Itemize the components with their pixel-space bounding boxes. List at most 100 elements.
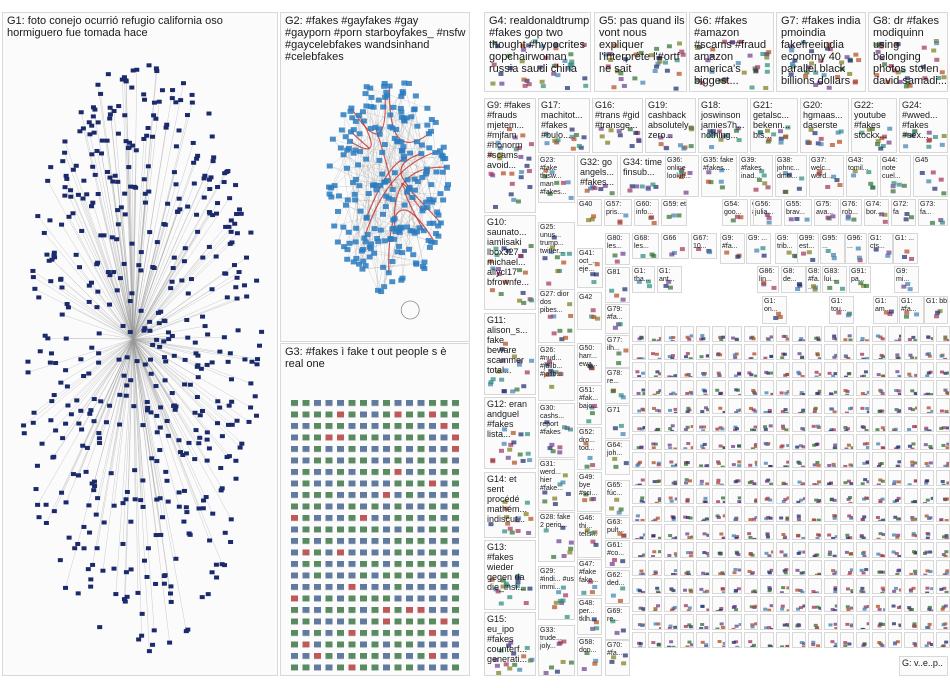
cluster-graph-minor — [893, 445, 901, 449]
node-marker — [128, 378, 134, 383]
node-marker — [160, 515, 166, 520]
cluster-graph-g24 — [903, 129, 947, 149]
cluster-graph-minor — [636, 445, 644, 449]
cluster-panel-minor — [904, 434, 918, 450]
node-marker — [529, 358, 535, 363]
node-marker — [435, 212, 442, 218]
node-marker — [117, 422, 123, 427]
cluster-label-g27: G27: dior dos pibes... — [540, 291, 569, 314]
node-marker — [861, 283, 867, 288]
cluster-graph-minor — [860, 515, 867, 521]
node-marker — [414, 179, 421, 185]
node-marker — [524, 370, 530, 375]
node-marker — [699, 337, 704, 341]
node-marker — [560, 598, 566, 603]
node-marker — [929, 643, 933, 647]
node-marker — [224, 295, 230, 300]
node-marker — [627, 127, 633, 132]
cluster-label-g99: G99: est... — [799, 235, 815, 250]
node-marker — [217, 349, 223, 354]
node-marker — [668, 446, 673, 449]
edge — [122, 338, 134, 544]
cluster-graph-minor — [780, 424, 789, 431]
node-marker — [103, 420, 109, 425]
node-marker — [375, 97, 382, 103]
cluster-panel-minor — [920, 470, 934, 486]
node-marker — [848, 571, 853, 575]
node-marker — [676, 71, 682, 76]
node-marker — [503, 368, 509, 373]
cluster-graph-g58 — [581, 651, 599, 672]
cluster-panel-g67: G67: 10... — [691, 233, 717, 259]
node-marker — [932, 135, 938, 140]
node-marker — [90, 200, 96, 205]
cluster-graph-minor — [894, 389, 901, 395]
cluster-graph-minor — [847, 568, 853, 575]
node-marker — [362, 239, 369, 245]
cluster-graph-minor — [683, 442, 693, 449]
node-marker — [94, 305, 100, 310]
cluster-panel-minor — [920, 326, 934, 342]
node-marker — [394, 469, 402, 475]
node-marker — [348, 503, 356, 510]
node-marker — [654, 352, 659, 356]
cluster-panel-g91: G91: pa... — [849, 266, 871, 293]
node-marker — [204, 437, 210, 442]
node-marker — [843, 338, 848, 341]
edge — [132, 138, 145, 340]
node-marker — [748, 552, 753, 556]
node-marker — [452, 503, 459, 510]
node-marker — [124, 594, 130, 599]
cluster-panel-minor — [744, 362, 758, 378]
cluster-graph-minor — [876, 552, 885, 557]
node-marker — [142, 97, 148, 102]
cluster-label-g18: G18: joswinson jamies7h... nothing... — [701, 100, 745, 140]
node-marker — [686, 570, 691, 574]
edge — [132, 277, 238, 340]
node-marker — [926, 352, 931, 356]
node-marker — [101, 520, 107, 525]
node-marker — [707, 250, 713, 255]
node-marker — [146, 63, 152, 68]
cluster-graph-g61 — [609, 558, 626, 566]
cluster-label-g62: G62: ded... — [607, 572, 625, 587]
node-marker — [826, 42, 832, 47]
cluster-panel-g21: G21: getalsc... bekenn... bis... — [750, 98, 798, 153]
cluster-label-g6: G6: #fakes #amazon #scams #fraud amazon … — [694, 15, 767, 87]
cluster-graph-minor — [911, 550, 917, 555]
cluster-graph-minor — [877, 570, 885, 574]
node-marker — [721, 591, 725, 593]
node-marker — [879, 390, 884, 394]
cluster-graph-minor — [860, 337, 869, 341]
cluster-panel-g39: G39: #fakes inad... — [739, 155, 773, 197]
cluster-panel-minor — [776, 362, 790, 378]
node-marker — [302, 584, 310, 590]
cluster-panel-minor — [712, 398, 726, 414]
node-marker — [720, 496, 725, 500]
cluster-graph-g16 — [598, 126, 642, 149]
node-marker — [126, 165, 132, 170]
cluster-graph-minor — [828, 622, 837, 629]
cluster-panel-minor — [792, 326, 806, 342]
node-marker — [404, 177, 411, 183]
node-marker — [325, 595, 333, 602]
node-marker — [429, 549, 436, 556]
node-marker — [907, 83, 913, 88]
node-marker — [688, 144, 694, 149]
node-marker — [888, 64, 894, 69]
node-marker — [440, 584, 448, 590]
node-marker — [452, 630, 459, 636]
node-marker — [650, 182, 656, 187]
node-marker — [46, 258, 52, 263]
node-marker — [862, 607, 867, 611]
node-marker — [248, 381, 254, 386]
node-marker — [930, 170, 936, 175]
node-marker — [799, 641, 804, 645]
node-marker — [302, 423, 310, 429]
node-marker — [144, 133, 150, 138]
edge-highlight — [366, 158, 405, 218]
cluster-panel-g99: G99: est... — [797, 233, 819, 264]
node-marker — [834, 604, 837, 608]
cluster-label-g16: G16: #trans #gid #transge... — [595, 100, 640, 130]
